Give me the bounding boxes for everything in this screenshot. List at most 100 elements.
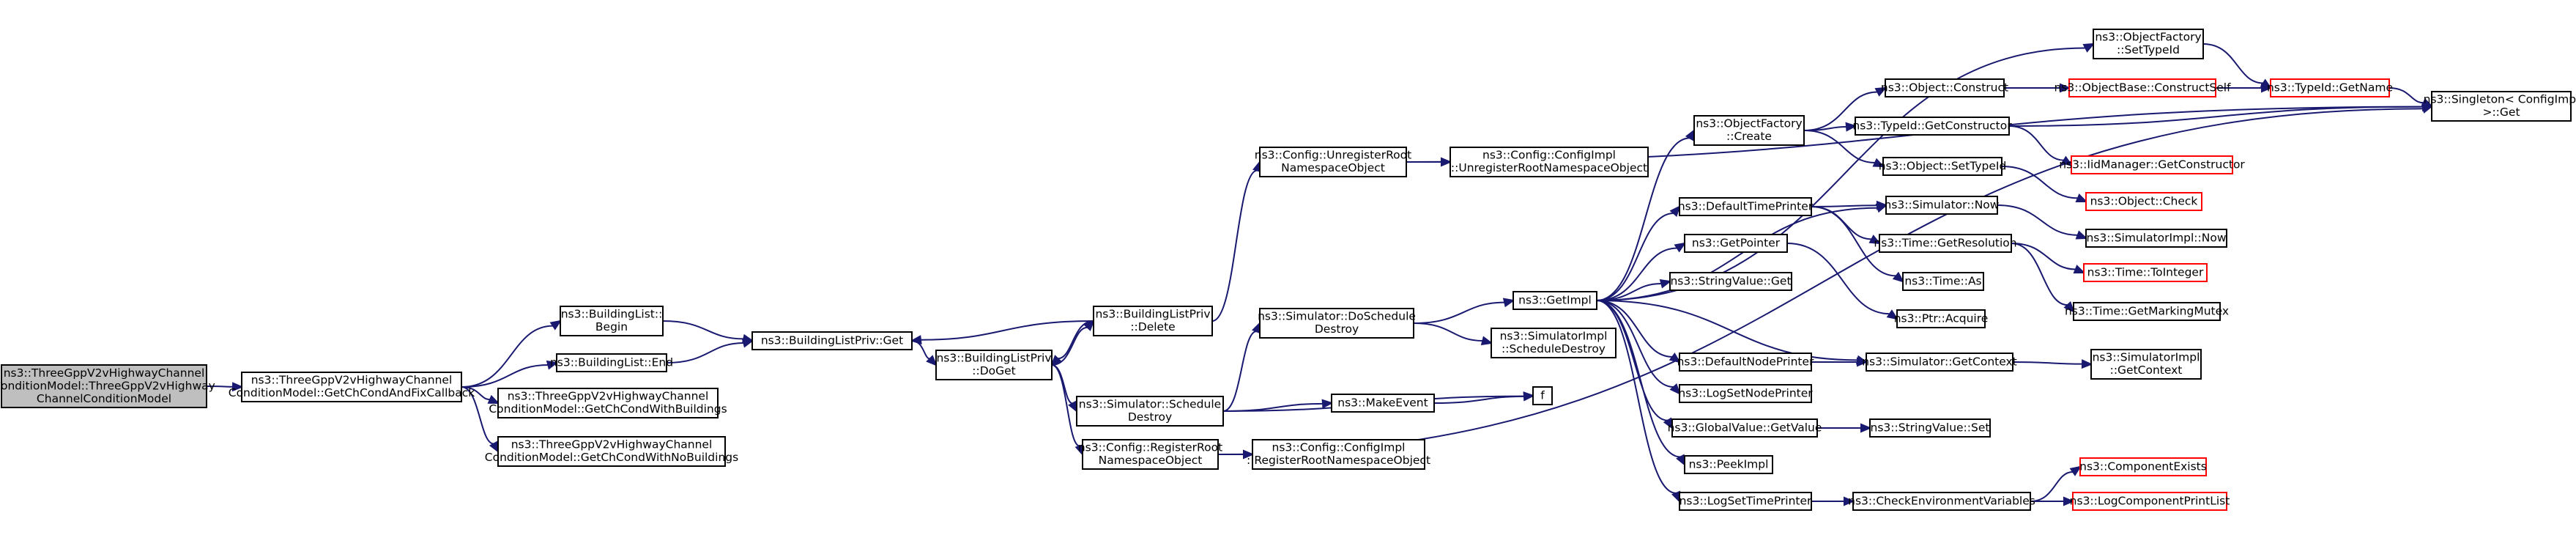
node-obj_check[interactable]: ns3::Object::Check [2085, 192, 2202, 211]
node-objfact_settid[interactable]: ns3::ObjectFactory::SetTypeId [2093, 29, 2204, 59]
node-sim_sched[interactable]: ns3::Simulator::ScheduleDestroy [1076, 396, 1224, 427]
node-box [2270, 78, 2390, 97]
edge-time_getres-to-time_getmutex [2011, 243, 2075, 313]
node-getchcond[interactable]: ns3::ThreeGppV2vHighwayChannelConditionM… [229, 372, 475, 402]
node-logsetnode[interactable]: ns3::LogSetNodePrinter [1678, 384, 1813, 403]
node-label: ns3::GetPointer [1692, 236, 1781, 249]
edge-getimpl-to-gv_getvalue [1596, 300, 1674, 430]
edge-time_getres-to-time_toint [2011, 243, 2086, 274]
node-logcompprint[interactable]: ns3::LogComponentPrintList [2070, 492, 2230, 511]
edge-bl_begin-to-blp_get [662, 320, 754, 344]
node-label: ns3::IidManager::GetConstructor [2059, 158, 2245, 171]
edge-blp_delete-to-cfg_unreg [1211, 160, 1262, 322]
node-ptr_acquire[interactable]: ns3::Ptr::Acquire [1894, 309, 1989, 328]
node-withbuild[interactable]: ns3::ThreeGppV2vHighwayChannelConditionM… [489, 388, 727, 418]
node-simimpl_now[interactable]: ns3::SimulatorImpl::Now [2085, 229, 2227, 248]
node-defnodeprinter[interactable]: ns3::DefaultNodePrinter [1677, 353, 1814, 372]
node-time_getres[interactable]: ns3::Time::GetResolution [1874, 234, 2017, 253]
node-box [2073, 302, 2221, 321]
node-iid_getctor[interactable]: ns3::IidManager::GetConstructor [2059, 155, 2245, 174]
node-cfg_reg[interactable]: ns3::Config::RegisterRootNamespaceObject [1078, 439, 1222, 470]
node-bl_begin[interactable]: ns3::BuildingList::Begin [560, 306, 664, 336]
node-label: ns3::SimulatorImpl [1500, 330, 1608, 343]
node-box [2431, 91, 2572, 122]
node-cfgimpl_unreg[interactable]: ns3::Config::ConfigImpl::UnregisterRootN… [1450, 147, 1649, 177]
node-box [1, 364, 207, 408]
node-label: ns3::StringValue::Set [1871, 421, 1990, 434]
node-label: ns3::Object::Check [2090, 194, 2198, 207]
node-label: ns3::Time::GetMarkingMutex [2065, 304, 2229, 317]
node-logsettime[interactable]: ns3::LogSetTimePrinter [1679, 492, 1812, 511]
node-box [1855, 117, 2010, 136]
node-deftimeprinter[interactable]: ns3::DefaultTimePrinter [1678, 197, 1814, 216]
node-label: ns3::Object::Construct [1881, 81, 2008, 94]
node-sim_now[interactable]: ns3::Simulator::Now [1885, 196, 2000, 215]
node-box [2085, 229, 2227, 248]
edge-tid_getctor-to-singleton [2008, 102, 2434, 127]
node-box [1885, 196, 1998, 215]
node-box [497, 436, 726, 467]
node-blp_doget[interactable]: ns3::BuildingListPriv::DoGet [935, 350, 1053, 380]
node-objfact_create[interactable]: ns3::ObjectFactory::Create [1693, 115, 1805, 146]
node-box [1679, 492, 1812, 511]
node-obj_construct[interactable]: ns3::Object::Construct [1881, 78, 2008, 97]
node-box [2079, 457, 2207, 476]
node-f[interactable]: f [1532, 386, 1553, 405]
node-simimpl_getctx[interactable]: ns3::SimulatorImpl::GetContext [2090, 349, 2202, 380]
node-strval_set[interactable]: ns3::StringValue::Set [1869, 418, 1991, 438]
node-singleton[interactable]: ns3::Singleton< ConfigImpl >::Get [2424, 91, 2576, 122]
node-time_getmutex[interactable]: ns3::Time::GetMarkingMutex [2065, 302, 2229, 321]
node-box [1512, 291, 1597, 310]
edge-tid_getctor-to-iid_getctor [2008, 125, 2074, 166]
node-compexists[interactable]: ns3::ComponentExists [2079, 457, 2207, 476]
edge-objbase_cs-to-tid_getname [2216, 83, 2273, 93]
edge-getimpl-to-defnodeprinter [1596, 300, 1682, 364]
node-makeevent[interactable]: ns3::MakeEvent [1331, 394, 1435, 413]
edge-getchcond-to-bl_end [461, 360, 559, 388]
node-label: ::UnregisterRootNamespaceObject [1451, 161, 1647, 174]
node-box [1896, 309, 1986, 328]
node-box [2085, 192, 2202, 211]
node-getimpl[interactable]: ns3::GetImpl [1512, 291, 1597, 310]
edge-blp_delete-to-blp_doget [1050, 320, 1094, 366]
node-sim_getctx[interactable]: ns3::Simulator::GetContext [1862, 353, 2017, 372]
node-box [241, 372, 462, 402]
node-blp_get[interactable]: ns3::BuildingListPriv::Get [751, 331, 913, 350]
node-bl_end[interactable]: ns3::BuildingList::End [550, 353, 673, 372]
node-label: ns3::Config::ConfigImpl [1482, 149, 1616, 162]
edge-sim_dosched-to-getimpl [1413, 298, 1515, 324]
node-label: ns3::Time::As [1904, 274, 1981, 287]
node-objbase_cs[interactable]: ns3::ObjectBase::ConstructSelf [2054, 78, 2231, 97]
node-label: Begin [595, 320, 628, 333]
node-label: ns3::DefaultTimePrinter [1678, 199, 1814, 213]
node-box [1331, 394, 1435, 413]
node-box [935, 350, 1053, 380]
node-label: ns3::Config::RegisterRoot [1078, 441, 1222, 454]
node-time_toint[interactable]: ns3::Time::ToInteger [2083, 263, 2208, 282]
edge-makeevent-to-f [1433, 391, 1535, 404]
node-blp_delete[interactable]: ns3::BuildingListPriv::Delete [1093, 306, 1213, 336]
edge-checkenv-to-compexists [2030, 465, 2082, 502]
node-peekimpl[interactable]: ns3::PeekImpl [1684, 455, 1773, 474]
call-graph-nodes: ns3::ThreeGppV2vHighwayChannelConditionM… [0, 29, 2576, 511]
node-simimpl_sd[interactable]: ns3::SimulatorImpl::ScheduleDestroy [1491, 328, 1617, 358]
node-time_as[interactable]: ns3::Time::As [1902, 272, 1984, 291]
node-gv_getvalue[interactable]: ns3::GlobalValue::GetValue [1668, 418, 1822, 438]
edge-deftimeprinter-to-time_as [1811, 206, 1905, 283]
edge-obj_construct-to-objbase_cs [2004, 83, 2071, 93]
node-obj_settid[interactable]: ns3::Object::SetTypeId [1879, 157, 2007, 176]
node-tid_getctor[interactable]: ns3::TypeId::GetConstructor [1852, 117, 2012, 136]
node-label: Destroy [1315, 322, 1359, 336]
node-checkenv[interactable]: ns3::CheckEnvironmentVariables [1848, 492, 2035, 511]
node-getpointer[interactable]: ns3::GetPointer [1684, 234, 1788, 253]
node-tid_getname[interactable]: ns3::TypeId::GetName [2267, 78, 2393, 97]
node-cfgimpl_reg[interactable]: ns3::Config::ConfigImpl::RegisterRootNam… [1247, 439, 1430, 470]
node-nobuild[interactable]: ns3::ThreeGppV2vHighwayChannelConditionM… [485, 436, 738, 467]
node-cfg_unreg[interactable]: ns3::Config::UnregisterRootNamespaceObje… [1255, 147, 1411, 177]
node-strval_get[interactable]: ns3::StringValue::Get [1669, 272, 1792, 291]
node-root[interactable]: ns3::ThreeGppV2vHighwayChannelConditionM… [0, 364, 215, 408]
edge-bl_end-to-blp_get [666, 338, 754, 364]
node-label: ::Create [1726, 130, 1772, 143]
node-label: ns3::Singleton< ConfigImpl [2424, 93, 2576, 106]
